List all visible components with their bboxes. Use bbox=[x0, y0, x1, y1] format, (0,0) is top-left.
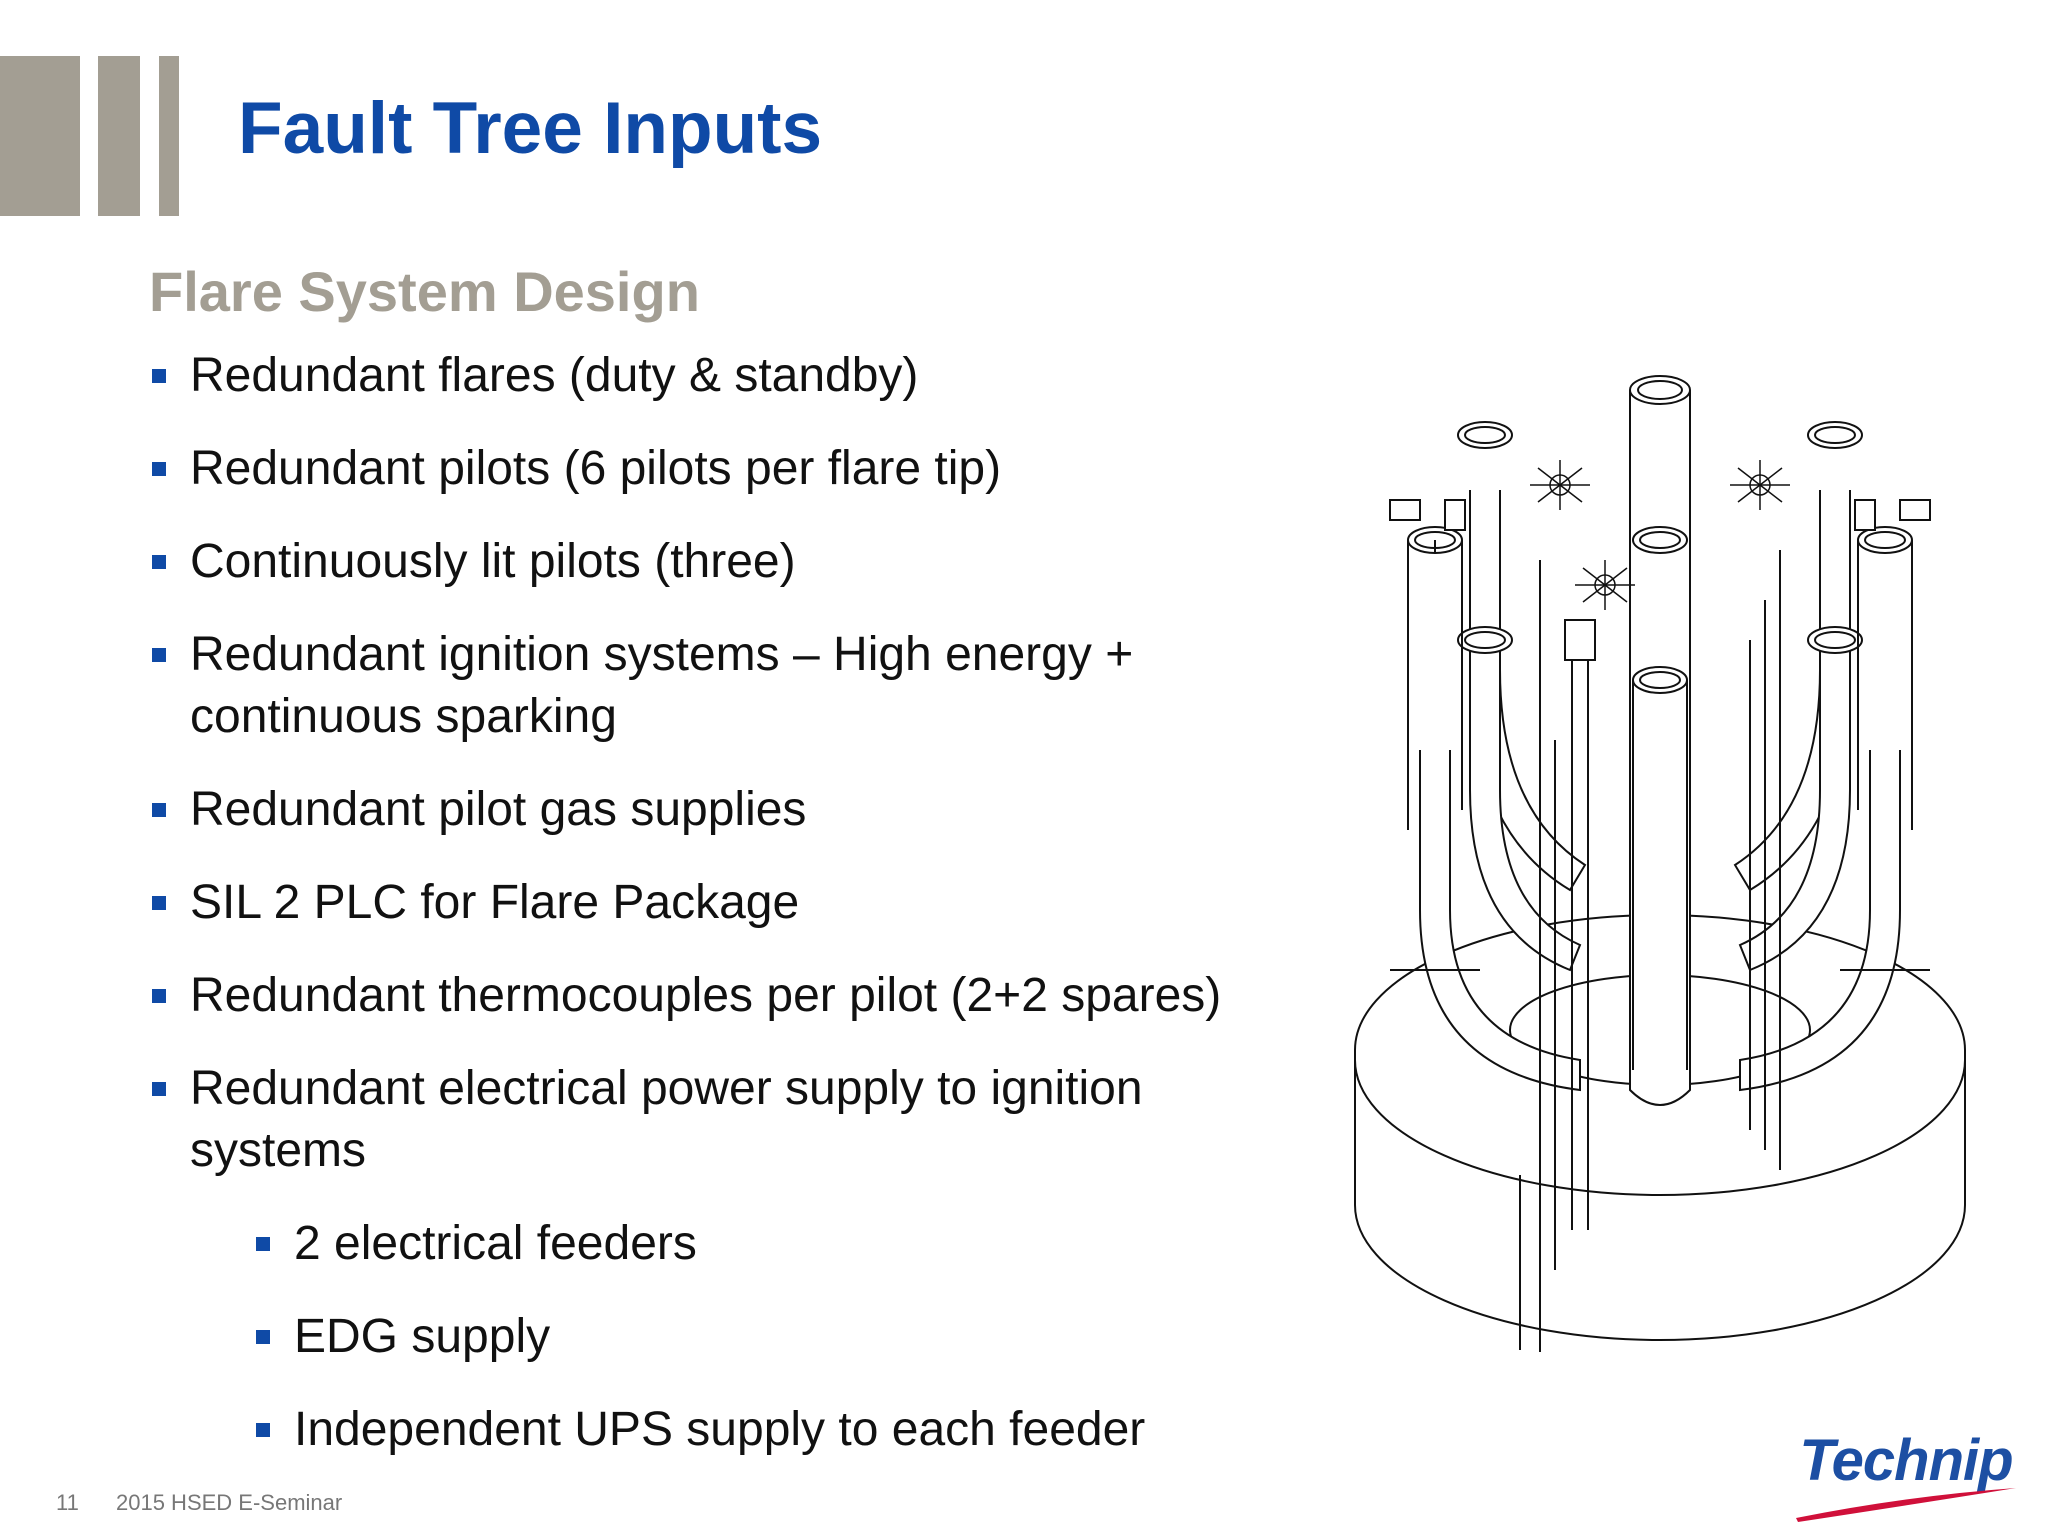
bullet-text: Redundant ignition systems – High energy… bbox=[190, 628, 1134, 743]
bullet-text: Independent UPS supply to each feeder bbox=[294, 1403, 1146, 1456]
bullet-marker bbox=[152, 555, 166, 569]
bullet-marker bbox=[152, 896, 166, 910]
list-item: 2 electrical feeders bbox=[256, 1213, 1336, 1275]
list-item: SIL 2 PLC for Flare Package bbox=[152, 872, 1332, 934]
list-item: EDG supply bbox=[256, 1306, 1336, 1368]
bullet-marker bbox=[152, 369, 166, 383]
bullet-marker bbox=[152, 462, 166, 476]
bullet-marker bbox=[152, 803, 166, 817]
bullet-text: Redundant electrical power supply to ign… bbox=[190, 1062, 1143, 1177]
list-item: Redundant electrical power supply to ign… bbox=[152, 1058, 1222, 1182]
list-item: Redundant thermocouples per pilot (2+2 s… bbox=[152, 965, 1332, 1027]
slide-subtitle: Flare System Design bbox=[149, 260, 700, 323]
bullet-text: Redundant pilot gas supplies bbox=[190, 783, 807, 836]
list-item: Continuously lit pilots (three) bbox=[152, 531, 1332, 593]
slide-title: Fault Tree Inputs bbox=[238, 88, 823, 169]
bullet-marker bbox=[256, 1330, 270, 1344]
bullet-marker bbox=[152, 989, 166, 1003]
bullet-text: Redundant thermocouples per pilot (2+2 s… bbox=[190, 969, 1222, 1022]
bullet-text: 2 electrical feeders bbox=[294, 1217, 697, 1270]
bullet-text: Redundant pilots (6 pilots per flare tip… bbox=[190, 442, 1002, 495]
bullet-marker bbox=[152, 648, 166, 662]
technip-logo: Technip bbox=[1786, 1432, 2026, 1522]
list-item: Redundant pilot gas supplies bbox=[152, 779, 1332, 841]
bullet-text: Continuously lit pilots (three) bbox=[190, 535, 796, 588]
accent-bar bbox=[0, 56, 80, 216]
bullet-marker bbox=[256, 1237, 270, 1251]
accent-bar bbox=[159, 56, 179, 216]
bullet-text: SIL 2 PLC for Flare Package bbox=[190, 876, 800, 929]
list-item: Independent UPS supply to each feeder bbox=[256, 1399, 1336, 1461]
bullet-marker bbox=[256, 1423, 270, 1437]
list-item: Redundant pilots (6 pilots per flare tip… bbox=[152, 438, 1332, 500]
page-number: 11 bbox=[56, 1490, 79, 1515]
list-item: Redundant ignition systems – High energy… bbox=[152, 624, 1212, 748]
bullet-text: Redundant flares (duty & standby) bbox=[190, 349, 919, 402]
bullet-text: EDG supply bbox=[294, 1310, 551, 1363]
flare-stack-drawing-icon bbox=[1340, 370, 1980, 1380]
bullet-marker bbox=[152, 1082, 166, 1096]
logo-text: Technip bbox=[1799, 1428, 2013, 1493]
logo-swoosh-icon bbox=[1796, 1488, 2016, 1522]
accent-bar bbox=[98, 56, 140, 216]
accent-bars bbox=[0, 56, 180, 216]
list-item: Redundant flares (duty & standby) bbox=[152, 345, 1332, 407]
footer-text: 2015 HSED E-Seminar bbox=[116, 1490, 343, 1515]
